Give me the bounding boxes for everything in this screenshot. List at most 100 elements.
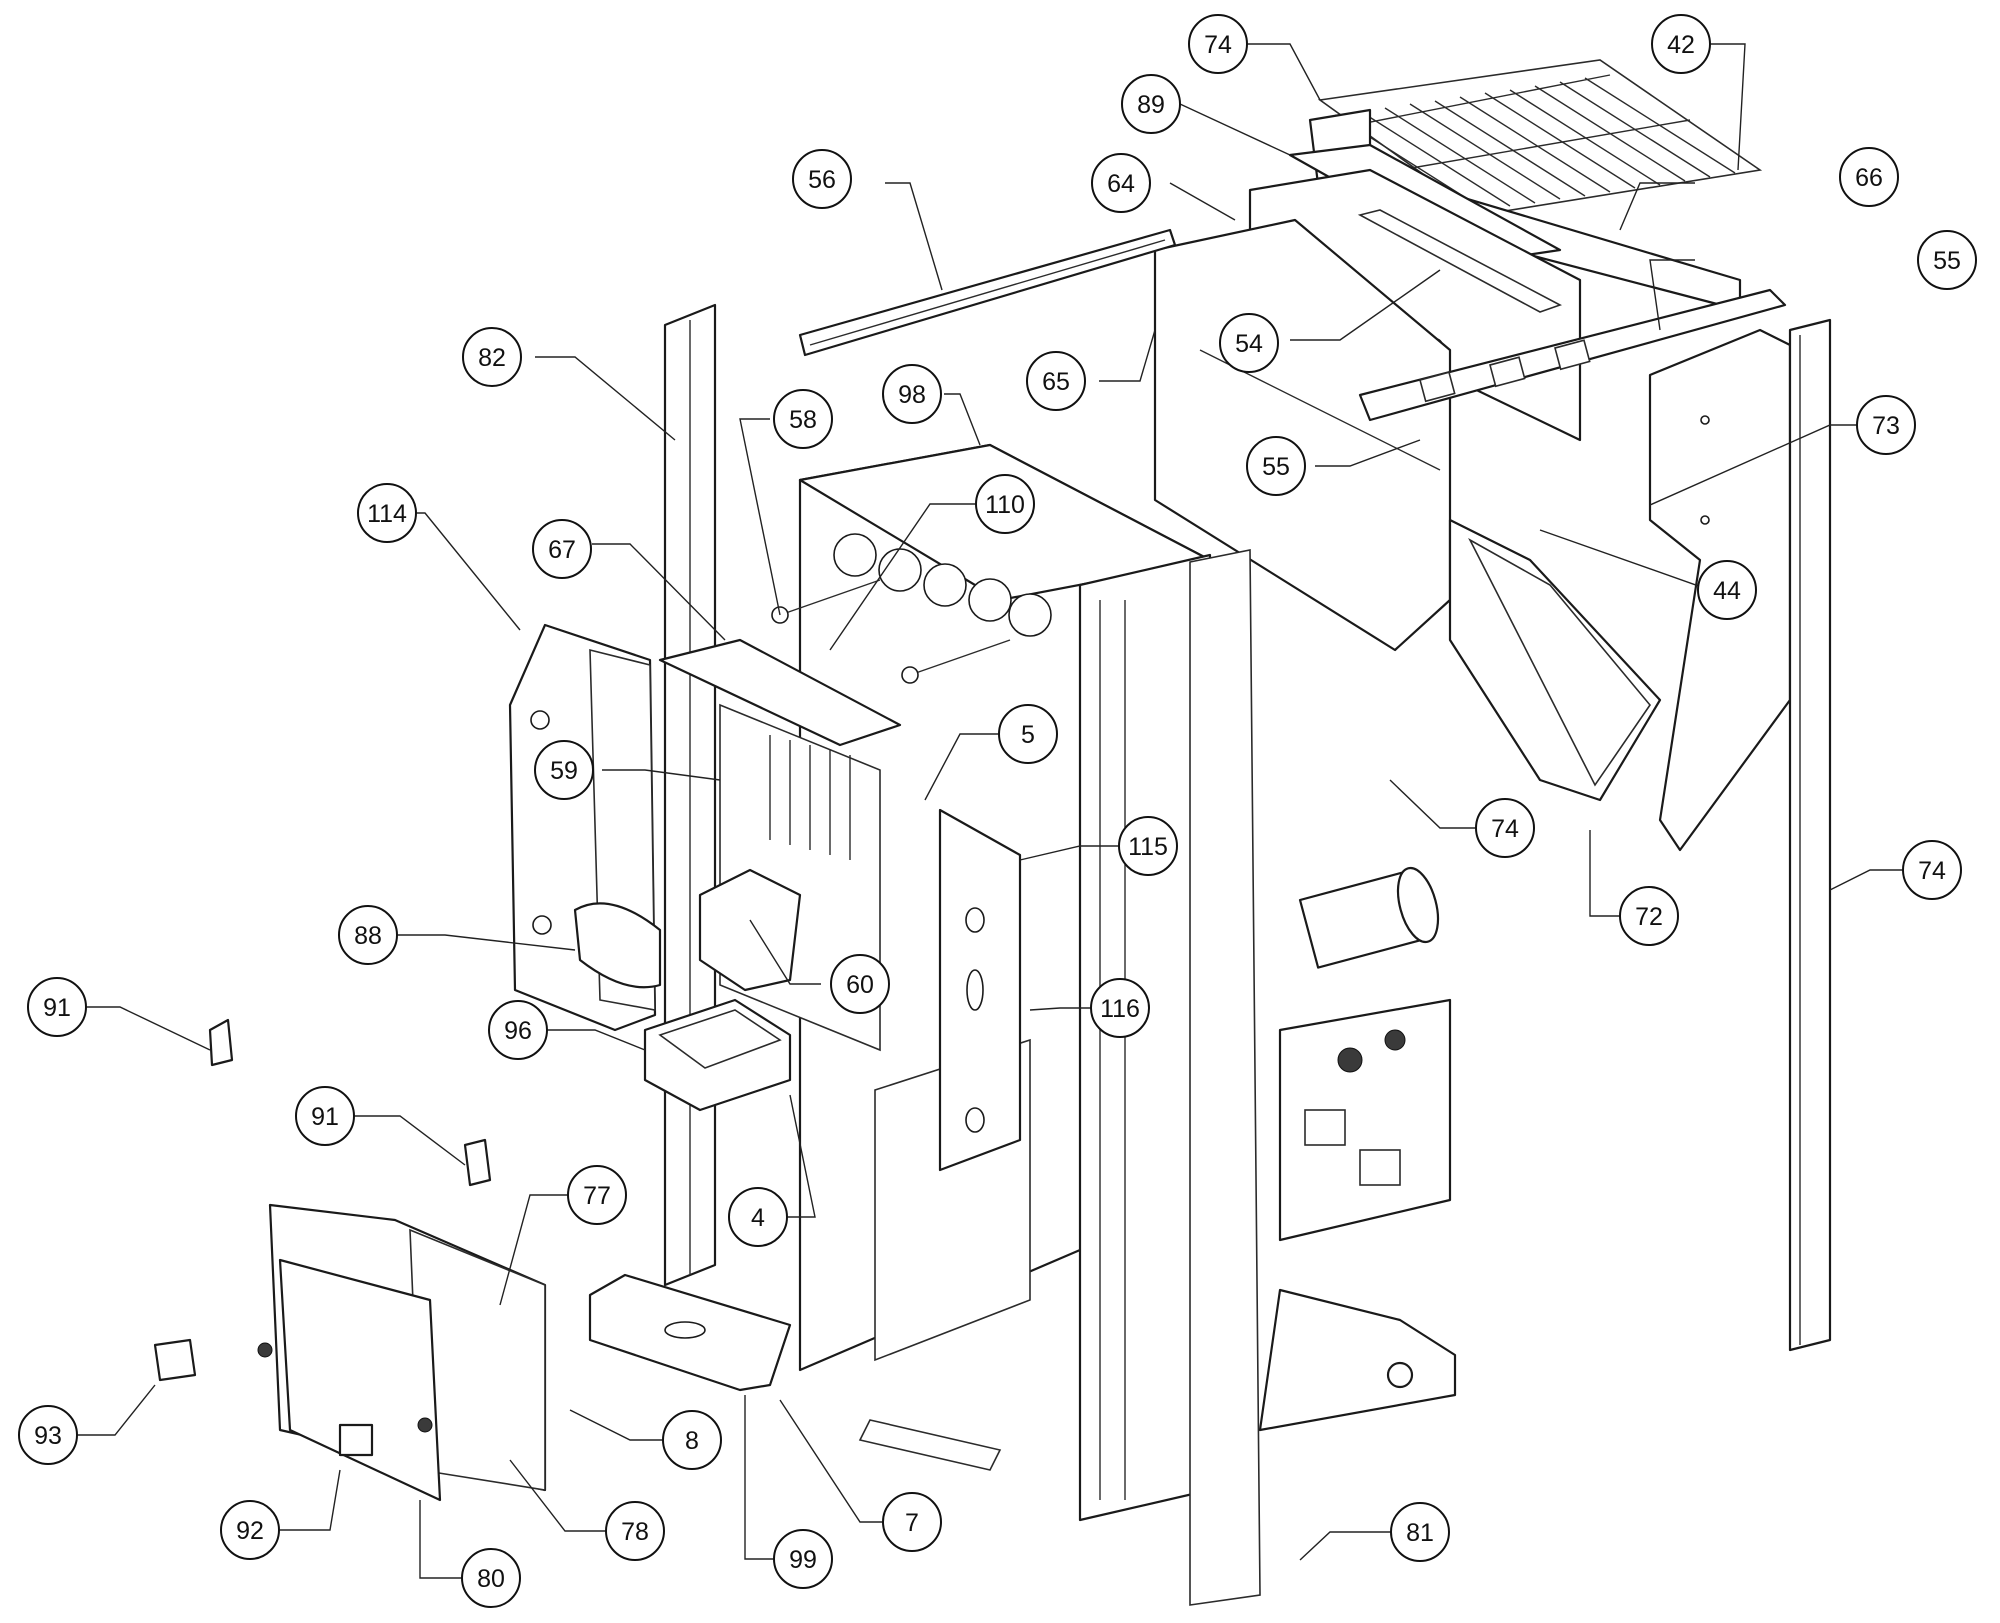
callout-label: 8 — [685, 1427, 699, 1455]
callout-73: 73 — [1856, 395, 1916, 455]
callout-72: 72 — [1619, 886, 1679, 946]
callout-66: 66 — [1839, 147, 1899, 207]
callout-55-mid: 55 — [1246, 436, 1306, 496]
callout-label: 64 — [1107, 170, 1135, 198]
callout-91-mid: 91 — [295, 1086, 355, 1146]
callout-label: 60 — [846, 971, 874, 999]
callout-label: 73 — [1872, 412, 1900, 440]
top-wire-rack — [1317, 59, 1763, 216]
callout-label: 80 — [477, 1565, 505, 1593]
callout-114: 114 — [357, 483, 417, 543]
control-electronics — [1278, 998, 1452, 1242]
callout-label: 110 — [985, 491, 1025, 519]
callout-label: 92 — [236, 1517, 264, 1545]
top-rail-56 — [798, 228, 1177, 357]
callout-label: 72 — [1635, 903, 1663, 931]
callout-label: 98 — [898, 381, 926, 409]
callout-99: 99 — [773, 1529, 833, 1589]
ignition-rods-58 — [771, 579, 1011, 684]
cross-bracket-55 — [1358, 288, 1787, 422]
base-tray — [1258, 1288, 1457, 1432]
callout-label: 58 — [789, 406, 817, 434]
callout-55-top: 55 — [1917, 230, 1977, 290]
bottom-hinge-plate — [858, 1419, 1002, 1471]
callout-58: 58 — [773, 389, 833, 449]
callout-60: 60 — [830, 954, 890, 1014]
callout-80: 80 — [461, 1548, 521, 1608]
callout-42: 42 — [1651, 14, 1711, 74]
callout-label: 96 — [504, 1017, 532, 1045]
ash-drawer-assembly — [257, 1203, 547, 1502]
callout-label: 65 — [1042, 368, 1070, 396]
callout-110: 110 — [975, 474, 1035, 534]
callout-74-right: 74 — [1902, 840, 1962, 900]
callout-label: 88 — [354, 922, 382, 950]
baffle-72 — [1448, 518, 1662, 802]
callout-label: 4 — [751, 1204, 765, 1232]
bracket-93 — [153, 1338, 197, 1382]
callout-label: 93 — [34, 1422, 62, 1450]
callout-64: 64 — [1091, 153, 1151, 213]
callout-label: 91 — [43, 994, 71, 1022]
callout-5: 5 — [998, 704, 1058, 764]
callout-label: 116 — [1100, 995, 1140, 1023]
callout-label: 114 — [367, 500, 407, 528]
callout-77: 77 — [567, 1165, 627, 1225]
bracket-91-b — [463, 1138, 492, 1187]
callout-8: 8 — [662, 1410, 722, 1470]
callout-label: 56 — [808, 166, 836, 194]
burn-pot-96 — [643, 998, 792, 1112]
callout-label: 82 — [478, 344, 506, 372]
callout-label: 91 — [311, 1103, 339, 1131]
callout-44: 44 — [1697, 560, 1757, 620]
callout-label: 74 — [1491, 815, 1519, 843]
callout-81: 81 — [1390, 1502, 1450, 1562]
callout-54: 54 — [1219, 313, 1279, 373]
callout-59: 59 — [534, 740, 594, 800]
callout-label: 66 — [1855, 164, 1883, 192]
callout-116: 116 — [1090, 978, 1150, 1038]
callout-label: 55 — [1262, 453, 1290, 481]
callout-78: 78 — [605, 1501, 665, 1561]
callout-label: 74 — [1204, 31, 1232, 59]
callout-label: 59 — [550, 757, 578, 785]
cleaning-tray-99 — [588, 1273, 792, 1392]
callout-91-left: 91 — [27, 977, 87, 1037]
front-column-74 — [1078, 549, 1261, 1606]
callout-label: 81 — [1406, 1519, 1434, 1547]
callout-label: 78 — [621, 1518, 649, 1546]
door-handle-88 — [573, 902, 662, 989]
callout-label: 74 — [1918, 857, 1946, 885]
exhaust-motor — [1298, 866, 1440, 969]
callout-56: 56 — [792, 149, 852, 209]
callout-7: 7 — [882, 1492, 942, 1552]
callout-82: 82 — [462, 327, 522, 387]
callout-65: 65 — [1026, 351, 1086, 411]
callout-label: 5 — [1021, 721, 1035, 749]
callout-88: 88 — [338, 905, 398, 965]
callout-label: 67 — [548, 536, 576, 564]
callout-67: 67 — [532, 519, 592, 579]
callout-74-mid: 74 — [1475, 798, 1535, 858]
callout-label: 54 — [1235, 330, 1263, 358]
callout-label: 99 — [789, 1546, 817, 1574]
callout-92: 92 — [220, 1500, 280, 1560]
callout-93: 93 — [18, 1405, 78, 1465]
left-column-82 — [663, 303, 717, 1287]
callout-74-top: 74 — [1188, 14, 1248, 74]
right-corner-post-74 — [1788, 318, 1832, 1352]
callout-98: 98 — [882, 364, 942, 424]
callout-label: 89 — [1137, 91, 1165, 119]
callout-115: 115 — [1118, 816, 1178, 876]
callout-label: 55 — [1933, 247, 1961, 275]
side-plate-115 — [938, 808, 1022, 1172]
callout-label: 7 — [905, 1509, 919, 1537]
callout-label: 42 — [1667, 31, 1695, 59]
callout-4: 4 — [728, 1187, 788, 1247]
callout-89: 89 — [1121, 74, 1181, 134]
callout-label: 77 — [583, 1182, 611, 1210]
callout-label: 115 — [1128, 833, 1168, 861]
callout-96: 96 — [488, 1000, 548, 1060]
